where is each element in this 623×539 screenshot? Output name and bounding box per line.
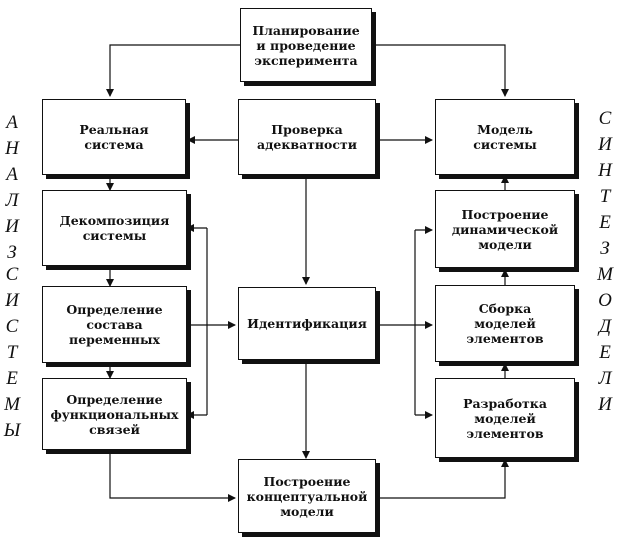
box-real-system: Реальная система	[42, 99, 186, 175]
side-label-synthesis: С И Н Т Е З	[598, 108, 612, 259]
box-planning: Планирование и проведение эксперимента	[240, 8, 372, 82]
box-identification: Идентификация	[238, 287, 376, 360]
arrow-functional-to-conceptual	[109, 452, 236, 502]
side-label-system: С И С Т Е М Ы	[3, 264, 21, 441]
box-functional-links: Определение функциональных связей	[42, 378, 187, 450]
side-label-analysis: А Н А Л И З	[5, 112, 19, 263]
box-dynamic-model: Построение динамической модели	[435, 190, 575, 268]
arrow-conceptual-to-element-models	[376, 459, 509, 499]
box-element-models: Разработка моделей элементов	[435, 378, 575, 458]
arrow-planning-to-system-model	[372, 44, 509, 97]
box-system-model: Модель системы	[435, 99, 575, 175]
box-variables: Определение состава переменных	[42, 286, 187, 363]
box-decomposition: Декомпозиция системы	[42, 190, 187, 266]
side-label-model: М О Д Е Л И	[597, 264, 613, 415]
box-adequacy-check: Проверка адекватности	[238, 99, 376, 175]
box-assembly: Сборка моделей элементов	[435, 285, 575, 362]
box-conceptual-model: Построение концептуальной модели	[238, 459, 376, 533]
arrow-planning-to-real-system	[106, 44, 240, 97]
